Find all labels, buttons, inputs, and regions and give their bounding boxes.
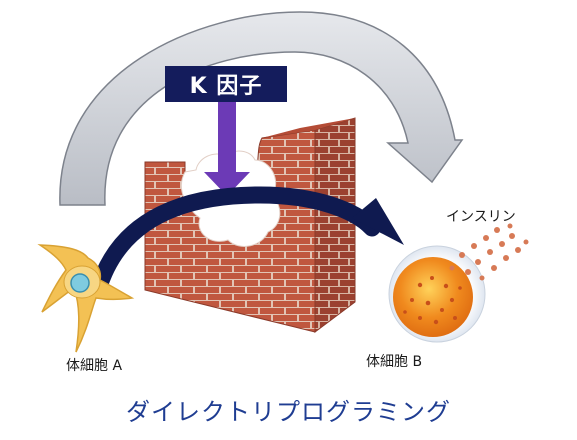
cell-a xyxy=(37,244,135,353)
insulin-particles xyxy=(449,223,529,281)
factor-label: K 因子 xyxy=(189,74,263,99)
caption-title: ダイレクトリプログラミング xyxy=(126,398,451,426)
nucleus xyxy=(70,273,90,293)
purple-down-arrow xyxy=(204,100,250,196)
dark-curved-arrow xyxy=(89,186,404,299)
factor-label-box: K 因子 xyxy=(165,66,287,102)
brick-wall xyxy=(144,117,356,333)
insulin-label: インスリン xyxy=(446,209,516,225)
cell-b-label: 体細胞 B xyxy=(366,354,423,370)
cell-b xyxy=(388,245,486,343)
cell-a-label: 体細胞 A xyxy=(66,358,123,374)
